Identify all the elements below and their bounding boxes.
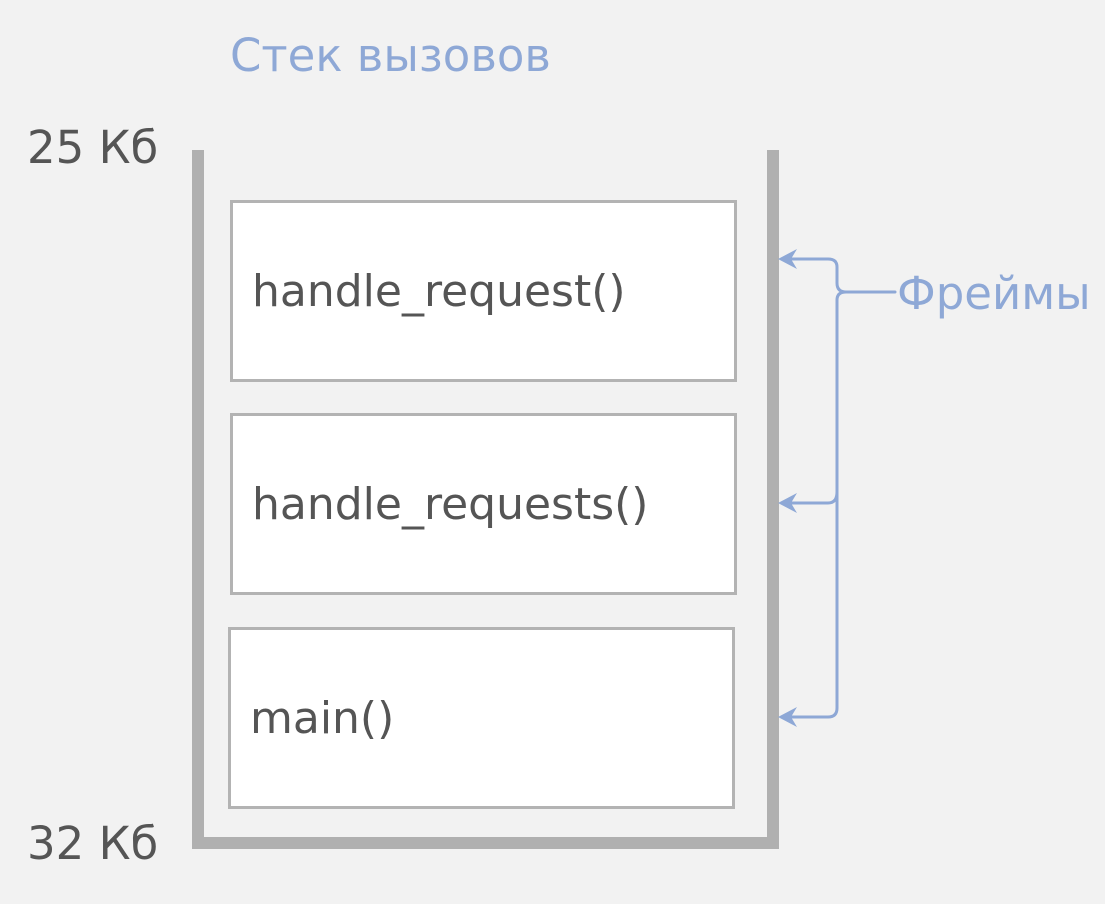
frame-label: main() (250, 693, 395, 744)
arrow-head-icon (778, 249, 797, 269)
memory-bottom-label: 32 Кб (27, 817, 159, 870)
stack-frame-handle-request: handle_request() (230, 200, 737, 382)
frames-label: Фреймы (897, 267, 1091, 320)
stack-frame-handle-requests: handle_requests() (230, 413, 737, 595)
stack-frame-main: main() (228, 627, 735, 809)
stack-right-wall (767, 150, 779, 847)
frames-bracket-middle-branch (783, 490, 839, 505)
diagram-title: Стек вызовов (230, 29, 551, 82)
arrow-head-icon (778, 707, 797, 727)
arrow-head-icon (778, 493, 797, 513)
frames-bracket-top-branch (783, 257, 848, 294)
frame-label: handle_request() (252, 266, 626, 317)
frames-bracket-spine (783, 290, 897, 719)
frame-label: handle_requests() (252, 479, 649, 530)
stack-left-wall (192, 150, 204, 847)
memory-top-label: 25 Кб (27, 121, 159, 174)
stack-floor (192, 837, 779, 849)
